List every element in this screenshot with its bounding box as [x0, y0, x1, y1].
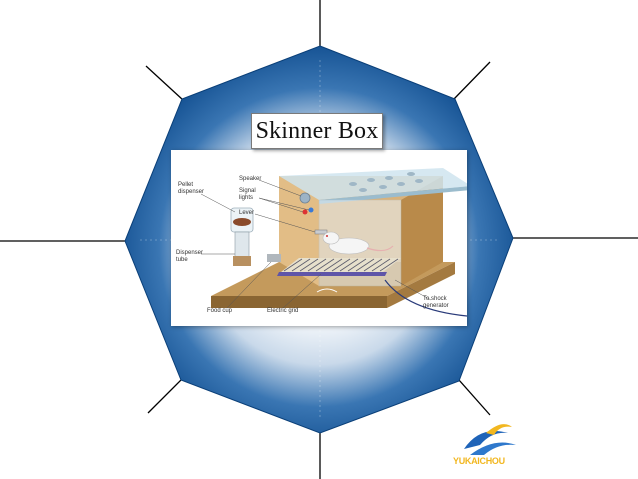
signal-lights-label: Signal lights — [239, 188, 256, 202]
skinner-box-illustration — [200, 168, 467, 317]
shock-generator-label-line1: To shock — [423, 296, 447, 302]
signal-lights-label-line1: Signal — [239, 188, 256, 194]
signal-lights-label-line2: lights — [239, 195, 254, 201]
skinner-box-image: Pellet dispenser Speaker Signal lights L… — [171, 150, 467, 326]
pellet-dispenser-label-line1: Pellet — [178, 182, 194, 188]
pellet-dispenser-label: Pellet dispenser — [178, 182, 204, 196]
title-card: Skinner Box — [251, 113, 383, 149]
electric-grid-label: Electric grid — [267, 308, 299, 314]
speaker-label: Speaker — [239, 176, 262, 182]
logo-wordmark: YUKAICHOU — [453, 456, 505, 466]
dispenser-tube-label: Dispenser tube — [176, 250, 203, 264]
shock-generator-label: To shock generator — [423, 296, 449, 310]
slide-title: Skinner Box — [255, 117, 379, 144]
shock-generator-label-line2: generator — [423, 303, 449, 309]
yukaichou-logo-icon — [464, 424, 516, 455]
lever-label: Lever — [239, 210, 255, 216]
dispenser-tube-label-line2: tube — [176, 257, 188, 263]
food-cup-label: Food cup — [207, 308, 233, 314]
dispenser-tube-label-line1: Dispenser — [176, 250, 204, 256]
pellet-dispenser-label-line2: dispenser — [178, 189, 205, 195]
